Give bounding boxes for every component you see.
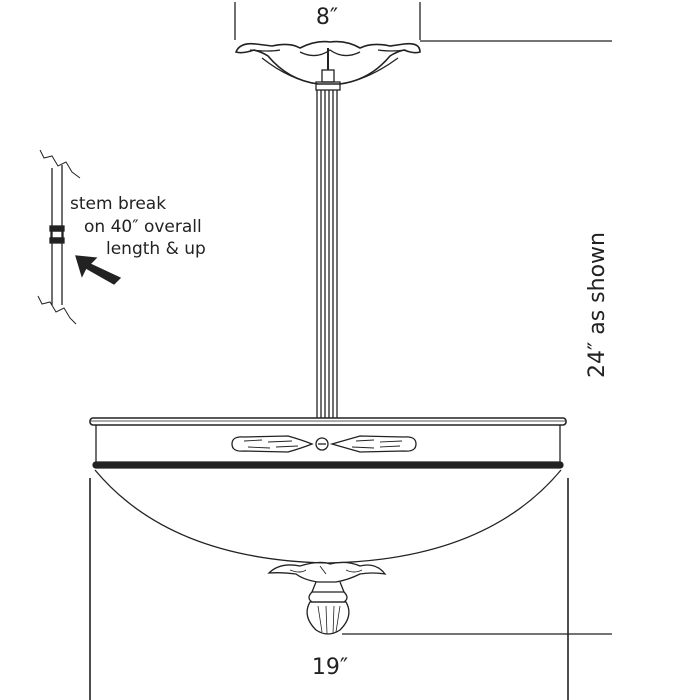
finial — [267, 561, 387, 635]
note-line-1: stem break — [70, 194, 166, 214]
fixture-band — [89, 417, 567, 469]
canopy-width-label: 8″ — [316, 5, 338, 30]
height-label: 24″ as shown — [585, 232, 610, 378]
canopy — [234, 40, 421, 91]
note-line-3: length & up — [106, 239, 206, 259]
stem — [316, 90, 338, 418]
note-line-2: on 40″ overall — [84, 217, 202, 237]
stem-break-detail: stem break on 40″ overall length & up — [37, 149, 206, 325]
canopy-width-dimension: 8″ — [234, 2, 612, 42]
fixture-width-label: 19″ — [312, 655, 348, 680]
fixture-width-dimension: 19″ — [89, 478, 569, 700]
glass-bowl — [94, 469, 562, 564]
arrow-icon — [75, 255, 122, 285]
